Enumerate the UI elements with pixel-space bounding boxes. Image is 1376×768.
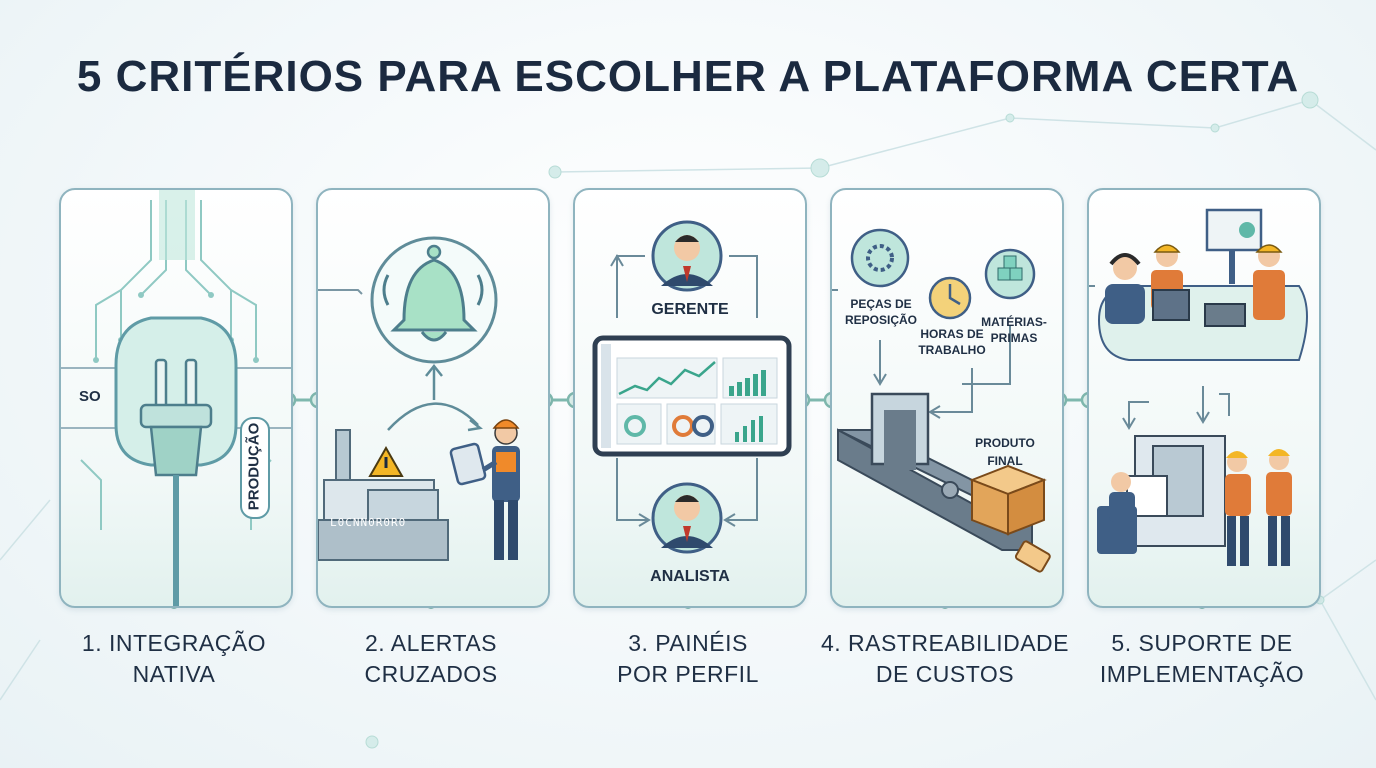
page-title: 5 CRITÉRIOS PARA ESCOLHER A PLATAFORMA C… [76, 52, 1300, 101]
hardhat-worker-icon [1253, 244, 1285, 320]
gear-icon [850, 228, 910, 288]
tag-producao: PRODUÇÃO [245, 422, 263, 511]
card-integracao-nativa: SO PRODUÇÃO [59, 188, 293, 608]
role-gerente: GERENTE [651, 301, 729, 318]
tag-so: SO [79, 388, 101, 405]
support-illustration [1089, 208, 1308, 566]
card-suporte-de-implementacao [1087, 188, 1321, 608]
bell-icon [390, 244, 478, 342]
card-alertas-cruzados: L0CNN0R0R0 [316, 188, 550, 608]
hardhat-worker-icon [1225, 451, 1251, 566]
card-paineis-por-perfil: GERENTE ANALISTA [573, 188, 807, 608]
clock-icon [928, 276, 972, 320]
product-box-icon [969, 464, 1047, 536]
raw-materials-icon [984, 248, 1036, 300]
dashboard-illustration [592, 220, 792, 554]
input-materias-primas: MATÉRIAS-PRIMAS [981, 315, 1047, 345]
plug-illustration [61, 190, 291, 606]
headset-worker-icon [1105, 253, 1145, 324]
warning-icon [368, 445, 404, 477]
machine-code: L0CNN0R0R0 [330, 516, 407, 529]
role-analista: ANALISTA [650, 568, 730, 585]
monitor-icon [1205, 208, 1263, 284]
price-tag-icon [1014, 540, 1051, 573]
analyst-avatar-icon [651, 482, 723, 554]
alert-illustration [318, 236, 520, 561]
manager-avatar-icon [651, 220, 723, 292]
hardhat-worker-icon [1266, 449, 1292, 566]
traceability-illustration [832, 228, 1051, 573]
